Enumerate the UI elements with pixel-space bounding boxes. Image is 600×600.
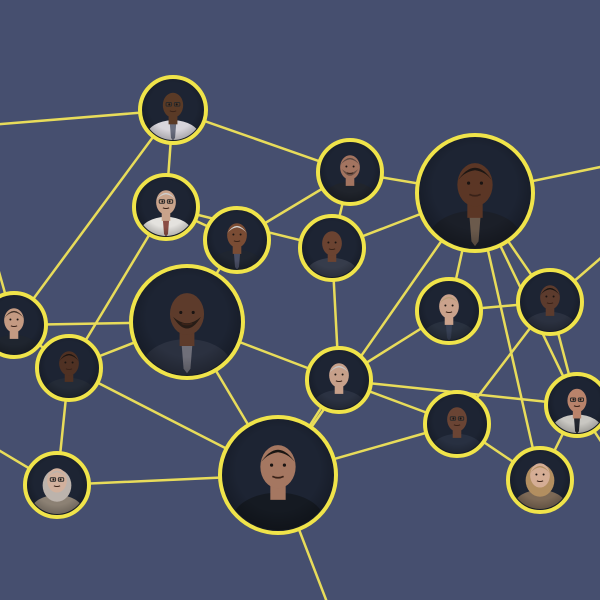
yellow-ring [203, 206, 271, 274]
portrait-vignette [0, 293, 46, 357]
yellow-ring [35, 334, 103, 402]
portrait-vignette [417, 279, 481, 343]
portrait-vignette [425, 392, 489, 456]
yellow-ring [506, 446, 574, 514]
portrait-node-man-glasses-white-shirt [138, 75, 208, 145]
portrait-node-man-bald-glasses [544, 372, 600, 438]
portrait-vignette [131, 266, 243, 378]
portrait-node-man-older-suit-center [305, 346, 373, 414]
portrait-vignette [518, 270, 582, 334]
portrait-node-man-left-edge [0, 291, 48, 359]
portrait-node-man-beard-center [129, 264, 245, 380]
yellow-ring [316, 138, 384, 206]
yellow-ring [132, 173, 200, 241]
portrait-vignette [140, 77, 206, 143]
portrait-vignette [307, 348, 371, 412]
portrait-vignette [205, 208, 269, 272]
portrait-node-man-young-hooded [516, 268, 584, 336]
portrait-node-man-sunglasses [423, 390, 491, 458]
portrait-node-man-gray-mustache [132, 173, 200, 241]
portrait-node-officer-center [218, 415, 338, 535]
yellow-ring [305, 346, 373, 414]
portrait-vignette [318, 140, 382, 204]
portrait-node-woman-gray-hair [23, 451, 91, 519]
portrait-node-man-stubble [316, 138, 384, 206]
portrait-node-man-blonde-suit [415, 277, 483, 345]
portrait-vignette [37, 336, 101, 400]
portrait-node-man-smiling-young [35, 334, 103, 402]
yellow-ring [23, 451, 91, 519]
portrait-vignette [300, 216, 364, 280]
yellow-ring [298, 214, 366, 282]
yellow-ring [415, 133, 535, 253]
yellow-ring [544, 372, 600, 438]
portrait-vignette [417, 135, 533, 251]
portrait-vignette [25, 453, 89, 517]
portrait-node-man-older-suit [203, 206, 271, 274]
yellow-ring [415, 277, 483, 345]
portrait-nodes [0, 75, 600, 535]
yellow-ring [423, 390, 491, 458]
portrait-node-man-speaking-large [415, 133, 535, 253]
portrait-node-man-bald-hand [298, 214, 366, 282]
yellow-ring [138, 75, 208, 145]
portrait-vignette [508, 448, 572, 512]
connection-line [12, 108, 175, 327]
portrait-vignette [220, 417, 336, 533]
yellow-ring [516, 268, 584, 336]
yellow-ring [129, 264, 245, 380]
yellow-ring [218, 415, 338, 535]
portrait-vignette [134, 175, 198, 239]
portrait-node-woman-blonde [506, 446, 574, 514]
yellow-ring [0, 291, 48, 359]
portrait-vignette [546, 374, 600, 436]
